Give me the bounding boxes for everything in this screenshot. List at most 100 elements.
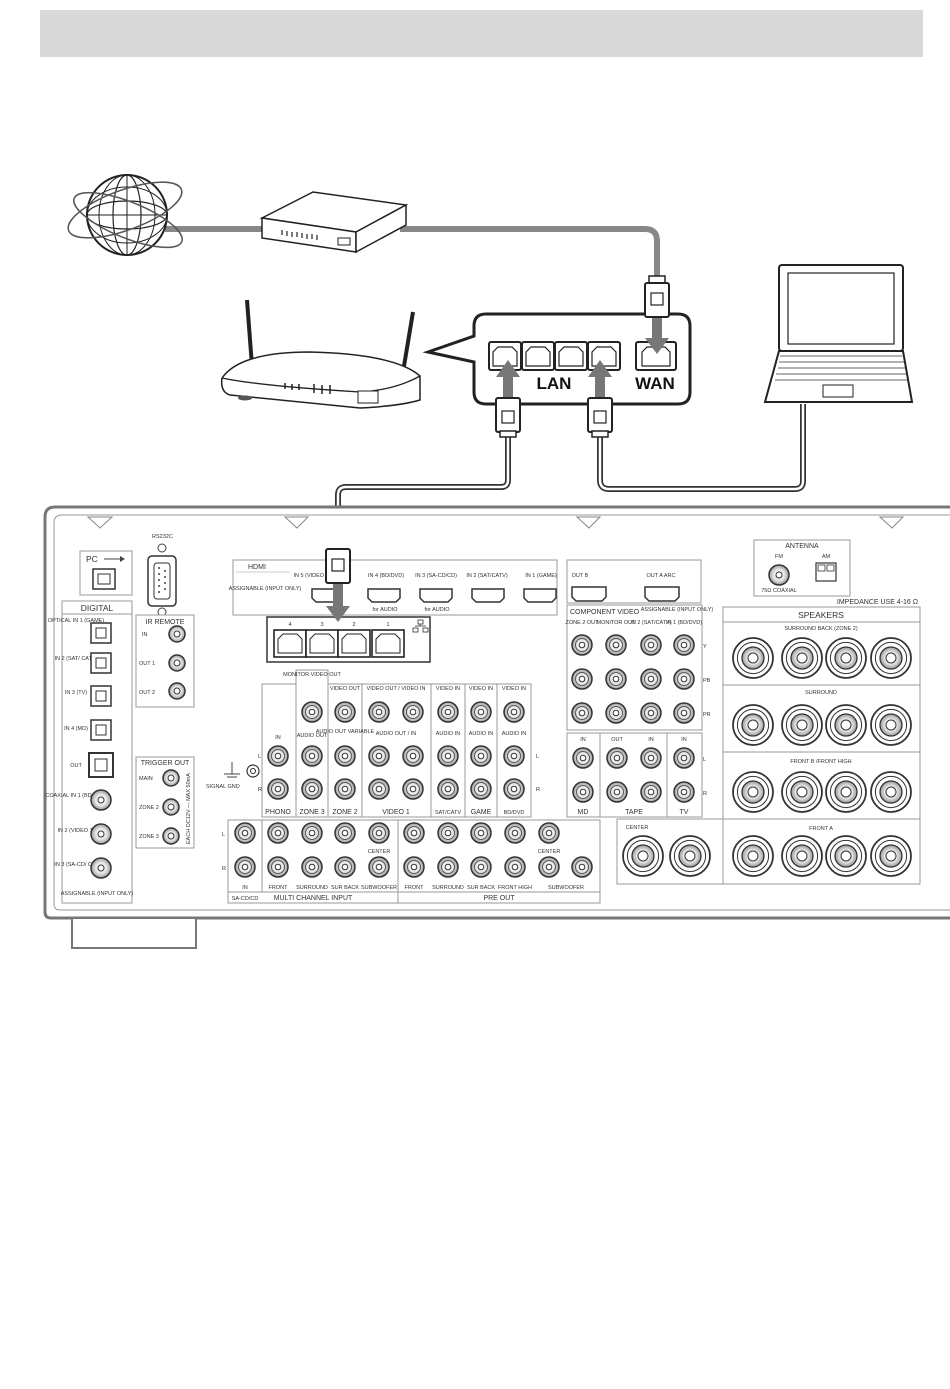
audio-jack[interactable] — [403, 856, 425, 878]
audio-jack[interactable] — [402, 778, 424, 800]
hdmi-port[interactable] — [367, 588, 401, 603]
audio-jack[interactable] — [503, 745, 525, 767]
audio-jack[interactable] — [267, 822, 289, 844]
component-jack[interactable] — [571, 702, 593, 724]
speaker-terminal[interactable] — [825, 771, 867, 813]
optical-out-port[interactable] — [88, 752, 114, 778]
minijack[interactable] — [162, 798, 180, 816]
audio-jack[interactable] — [470, 822, 492, 844]
am-antenna-terminal[interactable] — [815, 562, 837, 582]
hdmi-port[interactable] — [523, 588, 557, 603]
video-jack[interactable] — [301, 701, 323, 723]
video-jack[interactable] — [368, 701, 390, 723]
router-lan-port[interactable] — [521, 341, 555, 371]
audio-jack[interactable] — [640, 747, 662, 769]
minijack[interactable] — [168, 625, 186, 643]
optical-port[interactable] — [90, 652, 112, 674]
usb-port[interactable] — [92, 568, 116, 590]
fm-antenna-jack[interactable] — [768, 564, 790, 586]
audio-jack[interactable] — [470, 778, 492, 800]
audio-jack[interactable] — [437, 745, 459, 767]
audio-jack[interactable] — [402, 745, 424, 767]
component-jack[interactable] — [605, 634, 627, 656]
audio-jack[interactable] — [673, 747, 695, 769]
optical-port[interactable] — [90, 719, 112, 741]
audio-jack[interactable] — [234, 856, 256, 878]
audio-jack[interactable] — [301, 745, 323, 767]
audio-jack[interactable] — [301, 778, 323, 800]
minijack[interactable] — [168, 682, 186, 700]
router-lan-port[interactable] — [587, 341, 621, 371]
audio-jack[interactable] — [606, 781, 628, 803]
audio-jack[interactable] — [606, 747, 628, 769]
component-jack[interactable] — [673, 668, 695, 690]
audio-jack[interactable] — [538, 856, 560, 878]
minijack[interactable] — [162, 769, 180, 787]
audio-jack[interactable] — [673, 781, 695, 803]
audio-jack[interactable] — [368, 778, 390, 800]
component-jack[interactable] — [673, 702, 695, 724]
audio-jack[interactable] — [437, 822, 459, 844]
audio-jack[interactable] — [504, 856, 526, 878]
speaker-terminal[interactable] — [732, 771, 774, 813]
component-jack[interactable] — [571, 668, 593, 690]
speaker-terminal[interactable] — [732, 637, 774, 679]
hdmi-port[interactable] — [471, 588, 505, 603]
component-jack[interactable] — [640, 668, 662, 690]
video-jack[interactable] — [402, 701, 424, 723]
rs232c-port[interactable] — [147, 555, 177, 607]
minijack[interactable] — [168, 654, 186, 672]
audio-jack[interactable] — [572, 781, 594, 803]
audio-jack[interactable] — [267, 778, 289, 800]
lan-port[interactable] — [273, 629, 307, 658]
lan-port[interactable] — [337, 629, 371, 658]
audio-jack[interactable] — [368, 856, 390, 878]
minijack[interactable] — [162, 827, 180, 845]
audio-jack[interactable] — [470, 856, 492, 878]
speaker-terminal[interactable] — [732, 835, 774, 877]
speaker-terminal[interactable] — [669, 835, 711, 877]
optical-port[interactable] — [90, 685, 112, 707]
audio-jack[interactable] — [504, 822, 526, 844]
component-jack[interactable] — [640, 702, 662, 724]
speaker-terminal[interactable] — [825, 637, 867, 679]
audio-jack[interactable] — [301, 856, 323, 878]
audio-jack[interactable] — [368, 822, 390, 844]
hdmi-port[interactable] — [419, 588, 453, 603]
component-jack[interactable] — [571, 634, 593, 656]
component-jack[interactable] — [673, 634, 695, 656]
audio-jack[interactable] — [470, 745, 492, 767]
speaker-terminal[interactable] — [732, 704, 774, 746]
component-jack[interactable] — [640, 634, 662, 656]
lan-port[interactable] — [305, 629, 339, 658]
audio-jack[interactable] — [538, 822, 560, 844]
video-jack[interactable] — [503, 701, 525, 723]
audio-jack[interactable] — [334, 822, 356, 844]
optical-port[interactable] — [90, 622, 112, 644]
audio-jack[interactable] — [301, 822, 323, 844]
audio-jack[interactable] — [267, 745, 289, 767]
speaker-terminal[interactable] — [870, 771, 912, 813]
component-jack[interactable] — [605, 702, 627, 724]
audio-jack[interactable] — [403, 822, 425, 844]
audio-jack[interactable] — [437, 778, 459, 800]
speaker-terminal[interactable] — [825, 835, 867, 877]
speaker-terminal[interactable] — [781, 637, 823, 679]
audio-jack[interactable] — [571, 856, 593, 878]
coaxial-jack[interactable] — [90, 823, 112, 845]
speaker-terminal[interactable] — [825, 704, 867, 746]
hdmi-port[interactable] — [571, 586, 607, 602]
audio-jack[interactable] — [334, 745, 356, 767]
video-jack[interactable] — [334, 701, 356, 723]
speaker-terminal[interactable] — [781, 771, 823, 813]
audio-jack[interactable] — [267, 856, 289, 878]
coaxial-jack[interactable] — [90, 789, 112, 811]
speaker-terminal[interactable] — [781, 704, 823, 746]
speaker-terminal[interactable] — [870, 637, 912, 679]
audio-jack[interactable] — [334, 856, 356, 878]
audio-jack[interactable] — [368, 745, 390, 767]
audio-jack[interactable] — [503, 778, 525, 800]
router-lan-port[interactable] — [554, 341, 588, 371]
speaker-terminal[interactable] — [781, 835, 823, 877]
audio-jack[interactable] — [234, 822, 256, 844]
